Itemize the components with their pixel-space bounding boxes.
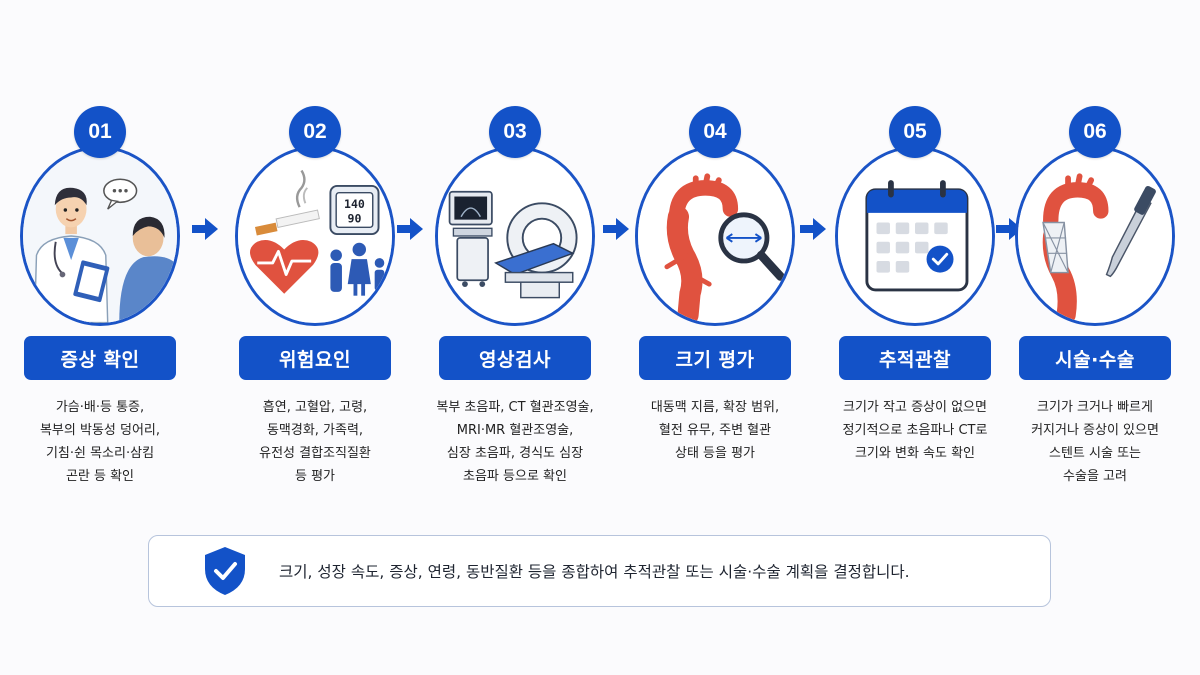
step-description: 가슴·배·등 통증, 복부의 박동성 덩어리, 기침·쉰 목소리·삼킴 곤란 등… bbox=[0, 396, 200, 488]
description-line: 등 평가 bbox=[294, 469, 335, 484]
step-description: 크기가 크거나 빠르게 커지거나 증상이 있으면 스텐트 시술 또는 수술을 고… bbox=[995, 396, 1195, 488]
summary-text: 크기, 성장 속도, 증상, 연령, 동반질환 등을 종합하여 추적관찰 또는 … bbox=[279, 563, 910, 581]
description-line: 스텐트 시술 또는 bbox=[1049, 446, 1141, 461]
description-line: 유전성 결합조직질환 bbox=[259, 446, 371, 461]
step-number-badge: 01 bbox=[74, 106, 126, 158]
description-line: 가슴·배·등 통증, bbox=[55, 400, 145, 415]
description-line: 복부 초음파, CT 혈관조영술, bbox=[436, 400, 594, 415]
calendar-check-icon bbox=[838, 149, 992, 323]
imaging-scanner-icon bbox=[438, 149, 592, 323]
step-title: 시술·수술 bbox=[1019, 336, 1171, 380]
step-description: 대동맥 지름, 확장 범위, 혈전 유무, 주변 혈관 상태 등을 평가 bbox=[615, 396, 815, 465]
bp-systolic: 140 bbox=[344, 197, 365, 211]
step-number-badge: 03 bbox=[489, 106, 541, 158]
aorta-magnifier-icon bbox=[638, 149, 792, 323]
step-5: 05 추적관찰 크기가 작고 증상이 없으면 정기적으로 초음파나 CT로 크기… bbox=[815, 106, 1015, 496]
description-line: 초음파 등으로 확인 bbox=[463, 469, 567, 484]
description-line: 크기가 작고 증상이 없으면 bbox=[843, 400, 987, 415]
description-line: 정기적으로 초음파나 CT로 bbox=[842, 423, 988, 438]
description-line: 혈전 유무, 주변 혈관 bbox=[658, 423, 772, 438]
step-1: 01 증상 확인 가슴·배·등 통증, bbox=[0, 106, 200, 496]
step-illustration bbox=[20, 146, 180, 326]
step-4: 04 크기 평가 대동맥 지름, 확장 범위, 혈전 유무, 주변 혈관 상태 … bbox=[615, 106, 815, 496]
description-line: 심장 초음파, 경식도 심장 bbox=[446, 446, 584, 461]
step-6: 06 시술·수술 크기가 크거나 빠르게 커지거나 증상이 있으면 스텐트 시술… bbox=[995, 106, 1195, 496]
description-line: 흡연, 고혈압, 고령, bbox=[262, 400, 368, 415]
step-number-badge: 06 bbox=[1069, 106, 1121, 158]
step-description: 흡연, 고혈압, 고령, 동맥경화, 가족력, 유전성 결합조직질환 등 평가 bbox=[215, 396, 415, 488]
step-3: 03 영상검사 복부 초음파, CT 혈관조영술, MRI·MR 혈관조영술, … bbox=[415, 106, 615, 496]
description-line: 대동맥 지름, 확장 범위, bbox=[650, 400, 780, 415]
step-illustration bbox=[635, 146, 795, 326]
doctor-patient-icon bbox=[23, 149, 177, 323]
step-title: 증상 확인 bbox=[24, 336, 176, 380]
arrow-right-icon bbox=[800, 218, 826, 240]
description-line: 크기와 변화 속도 확인 bbox=[854, 446, 976, 461]
step-description: 크기가 작고 증상이 없으면 정기적으로 초음파나 CT로 크기와 변화 속도 … bbox=[815, 396, 1015, 465]
step-title: 추적관찰 bbox=[839, 336, 991, 380]
shield-check-icon bbox=[205, 547, 245, 595]
arrow-right-icon bbox=[397, 218, 423, 240]
step-number-badge: 02 bbox=[289, 106, 341, 158]
description-line: 크기가 크거나 빠르게 bbox=[1037, 400, 1153, 415]
step-illustration: 140 90 bbox=[235, 146, 395, 326]
description-line: 복부의 박동성 덩어리, bbox=[39, 423, 161, 438]
step-description: 복부 초음파, CT 혈관조영술, MRI·MR 혈관조영술, 심장 초음파, … bbox=[415, 396, 615, 488]
step-number-badge: 05 bbox=[889, 106, 941, 158]
arrow-right-icon bbox=[603, 218, 629, 240]
risk-factors-icon: 140 90 bbox=[238, 149, 392, 323]
step-illustration bbox=[1015, 146, 1175, 326]
description-line: MRI·MR 혈관조영술, bbox=[456, 423, 574, 438]
description-line: 수술을 고려 bbox=[1063, 469, 1127, 484]
description-line: 곤란 등 확인 bbox=[65, 469, 135, 484]
description-line: 상태 등을 평가 bbox=[674, 446, 756, 461]
bp-diastolic: 90 bbox=[348, 212, 362, 226]
summary-box: 크기, 성장 속도, 증상, 연령, 동반질환 등을 종합하여 추적관찰 또는 … bbox=[148, 535, 1051, 607]
step-number-badge: 04 bbox=[689, 106, 741, 158]
step-illustration bbox=[435, 146, 595, 326]
step-illustration bbox=[835, 146, 995, 326]
stent-scalpel-icon bbox=[1018, 149, 1172, 323]
description-line: 커지거나 증상이 있으면 bbox=[1031, 423, 1159, 438]
step-title: 영상검사 bbox=[439, 336, 591, 380]
step-title: 크기 평가 bbox=[639, 336, 791, 380]
description-line: 기침·쉰 목소리·삼킴 bbox=[45, 446, 155, 461]
arrow-right-icon bbox=[192, 218, 218, 240]
step-2: 02 140 90 위험요인 흡연, 고혈압, 고령, bbox=[215, 106, 415, 496]
step-title: 위험요인 bbox=[239, 336, 391, 380]
description-line: 동맥경화, 가족력, bbox=[266, 423, 364, 438]
